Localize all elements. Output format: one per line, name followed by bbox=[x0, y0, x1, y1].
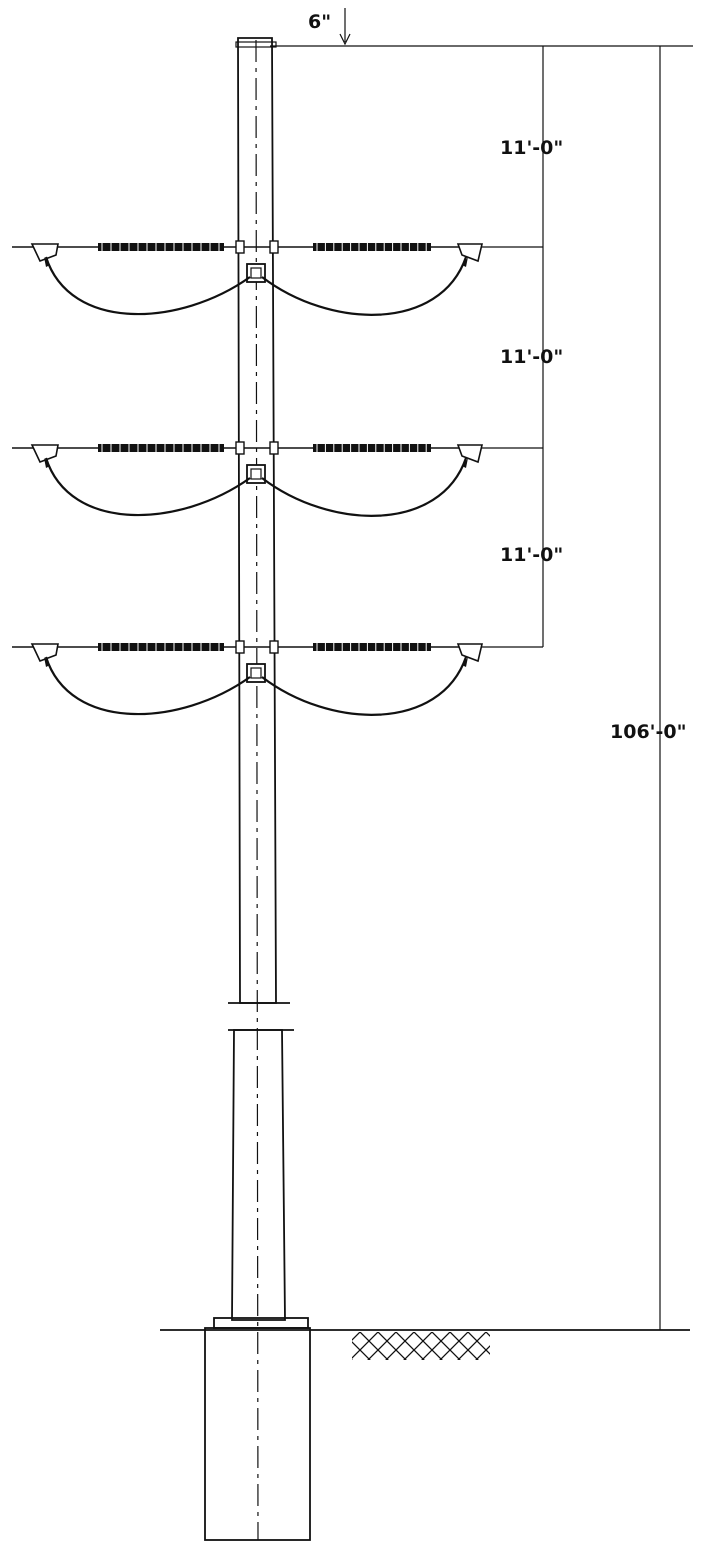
left-deadend-clamp bbox=[30, 243, 59, 263]
crossarm-group bbox=[12, 240, 484, 716]
foundation bbox=[160, 1327, 690, 1541]
left-deadend-clamp bbox=[30, 444, 59, 464]
crossarm-3 bbox=[12, 640, 484, 716]
earth-hatch bbox=[352, 1332, 490, 1360]
left-deadend-clamp bbox=[30, 643, 59, 663]
top-offset-label: 6" bbox=[308, 11, 331, 33]
left-attachment-plate bbox=[235, 640, 245, 654]
right-attachment-plate bbox=[269, 441, 279, 455]
right-jumper-clamp bbox=[462, 657, 468, 667]
right-jumper-loop bbox=[261, 457, 468, 517]
jumper-support-insulator bbox=[250, 267, 262, 279]
right-deadend-clamp bbox=[456, 444, 484, 464]
left-insulator-string bbox=[98, 643, 224, 651]
concrete-foundation bbox=[204, 1327, 311, 1541]
right-jumper-clamp bbox=[462, 458, 468, 468]
left-jumper-clamp bbox=[44, 257, 50, 267]
arm-spacing-label-1: 11'-0" bbox=[500, 137, 563, 159]
right-insulator-string bbox=[313, 643, 431, 651]
right-attachment-plate bbox=[269, 640, 279, 654]
right-jumper-loop bbox=[261, 256, 468, 316]
pole-lower-shaft bbox=[231, 1029, 286, 1321]
left-insulator-string bbox=[98, 444, 224, 452]
left-jumper-clamp bbox=[44, 657, 50, 667]
left-jumper-loop bbox=[44, 256, 251, 316]
right-jumper-clamp bbox=[462, 257, 468, 267]
overall-height-label: 106'-0" bbox=[610, 721, 686, 743]
right-insulator-string bbox=[313, 444, 431, 452]
left-insulator-string bbox=[98, 243, 224, 251]
left-jumper-loop bbox=[44, 457, 251, 517]
pole bbox=[213, 37, 309, 1541]
left-jumper-loop bbox=[44, 656, 251, 716]
arm-spacing-label-2: 11'-0" bbox=[500, 346, 563, 368]
pole-centerline bbox=[255, 39, 259, 1541]
jumper-support-insulator bbox=[250, 468, 262, 480]
left-attachment-plate bbox=[235, 441, 245, 455]
right-attachment-plate bbox=[269, 240, 279, 254]
right-deadend-clamp bbox=[456, 243, 484, 263]
right-deadend-clamp bbox=[456, 643, 484, 663]
right-jumper-loop bbox=[261, 656, 468, 716]
right-insulator-string bbox=[313, 243, 431, 251]
left-jumper-clamp bbox=[44, 458, 50, 468]
left-attachment-plate bbox=[235, 240, 245, 254]
crossarm-2 bbox=[12, 441, 484, 517]
jumper-support-insulator bbox=[250, 667, 262, 679]
dimension-lines bbox=[270, 8, 693, 1330]
arm-spacing-label-3: 11'-0" bbox=[500, 544, 563, 566]
crossarm-1 bbox=[12, 240, 484, 316]
top-offset-arrowhead bbox=[339, 33, 351, 46]
